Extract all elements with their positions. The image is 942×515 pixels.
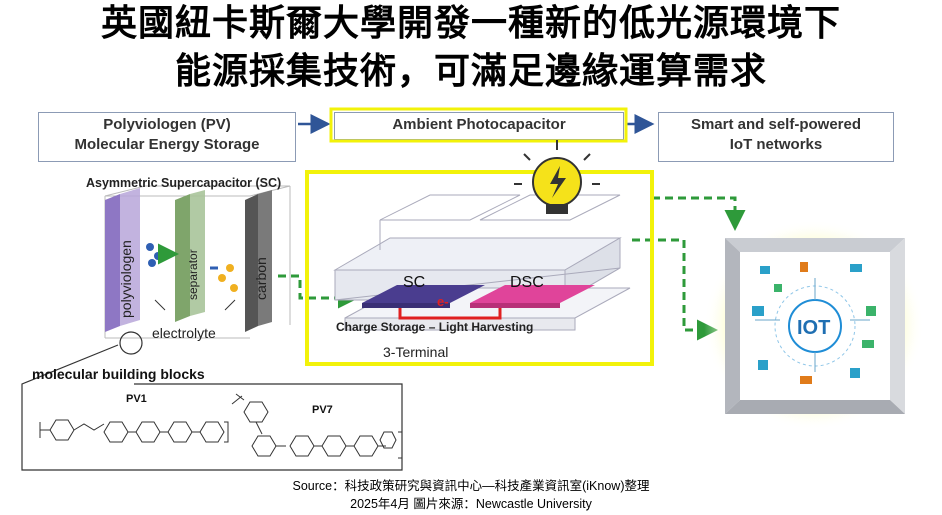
charge-storage-label: Charge Storage – Light Harvesting xyxy=(336,320,534,334)
dsc-label: DSC xyxy=(510,274,544,291)
electron-circuit xyxy=(398,308,502,320)
pv1-label: PV1 xyxy=(126,393,147,405)
photocapacitor-to-iot-link-2 xyxy=(632,238,718,341)
iot-networks-line2: IoT networks xyxy=(729,136,823,153)
iot-networks-line1: Smart and self-powered xyxy=(690,116,862,133)
source-line-2: 2025年4月 圖片來源：Newcastle University xyxy=(350,497,592,511)
carbon-electrode xyxy=(245,194,258,332)
title-line-2: 能源採集技術，可滿足邊緣運算需求 xyxy=(174,51,767,92)
title-line-1: 英國紐卡斯爾大學開發一種新的低光源環境下 xyxy=(100,3,841,44)
supercapacitor-title: Asymmetric Supercapacitor (SC) xyxy=(86,176,282,190)
electron-label: e- xyxy=(437,294,449,309)
photocapacitor-panel xyxy=(305,170,654,366)
pv-storage-line1: Polyviologen (PV) xyxy=(103,116,231,133)
source-line-1: Source：科技政策研究與資訊中心—科技產業資訊室(iKnow)整理 xyxy=(292,479,650,493)
polyviologen-electrode xyxy=(105,194,120,332)
iot-label: IOT xyxy=(797,317,830,339)
three-terminal-label: 3-Terminal xyxy=(383,344,449,360)
polyviologen-label: polyviologen xyxy=(118,240,134,318)
photocapacitor-to-iot-link xyxy=(652,196,746,231)
ambient-box-highlight xyxy=(329,107,628,143)
pv-storage-line2: Molecular Energy Storage xyxy=(74,136,260,153)
supercapacitor-diagram: polyviologen separator carbon electrolyt… xyxy=(104,185,291,341)
sc-to-photocapacitor-link xyxy=(278,274,359,309)
photocapacitor-device: SC DSC e- xyxy=(333,194,631,331)
carbon-label: carbon xyxy=(253,257,269,300)
sc-label: SC xyxy=(403,274,425,291)
pv1-structure xyxy=(39,419,229,443)
pv7-structure xyxy=(231,393,403,459)
iot-device: IOT xyxy=(704,220,924,430)
separator-membrane xyxy=(175,194,190,322)
pv-storage-box: Polyviologen (PV) Molecular Energy Stora… xyxy=(38,112,296,162)
electrolyte-label: electrolyte xyxy=(152,325,216,341)
pv7-label: PV7 xyxy=(312,404,333,416)
sc-layer xyxy=(362,285,485,303)
molecule-panel xyxy=(21,331,403,471)
ambient-photocapacitor-label: Ambient Photocapacitor xyxy=(392,116,566,133)
dsc-layer xyxy=(470,285,595,303)
separator-label: separator xyxy=(186,249,200,300)
light-bulb-icon xyxy=(514,140,600,214)
molecular-blocks-title: molecular building blocks xyxy=(32,366,205,382)
iot-networks-box: Smart and self-powered IoT networks xyxy=(658,112,894,162)
